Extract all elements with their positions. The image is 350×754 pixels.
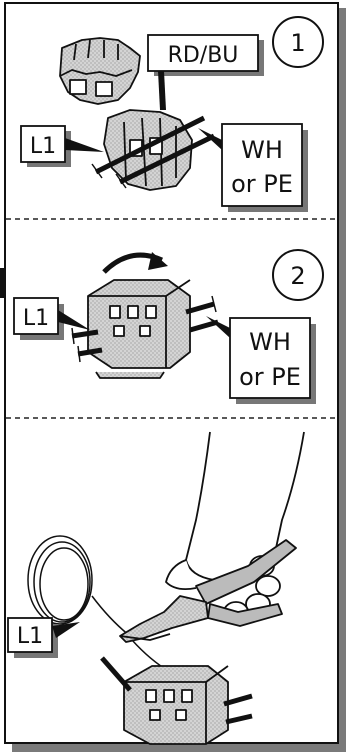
step-number-1: 1 xyxy=(290,29,305,57)
side-tab xyxy=(0,268,5,298)
svg-text:WH: WH xyxy=(241,136,283,164)
svg-text:L1: L1 xyxy=(17,624,43,649)
svg-text:or PE: or PE xyxy=(239,363,301,391)
svg-text:RD/BU: RD/BU xyxy=(168,43,239,68)
svg-text:WH: WH xyxy=(249,328,291,356)
svg-text:L1: L1 xyxy=(23,306,49,331)
svg-text:or PE: or PE xyxy=(231,170,293,198)
svg-text:L1: L1 xyxy=(30,134,56,159)
step-number-2: 2 xyxy=(290,262,305,290)
connector-closed-3 xyxy=(124,666,228,744)
